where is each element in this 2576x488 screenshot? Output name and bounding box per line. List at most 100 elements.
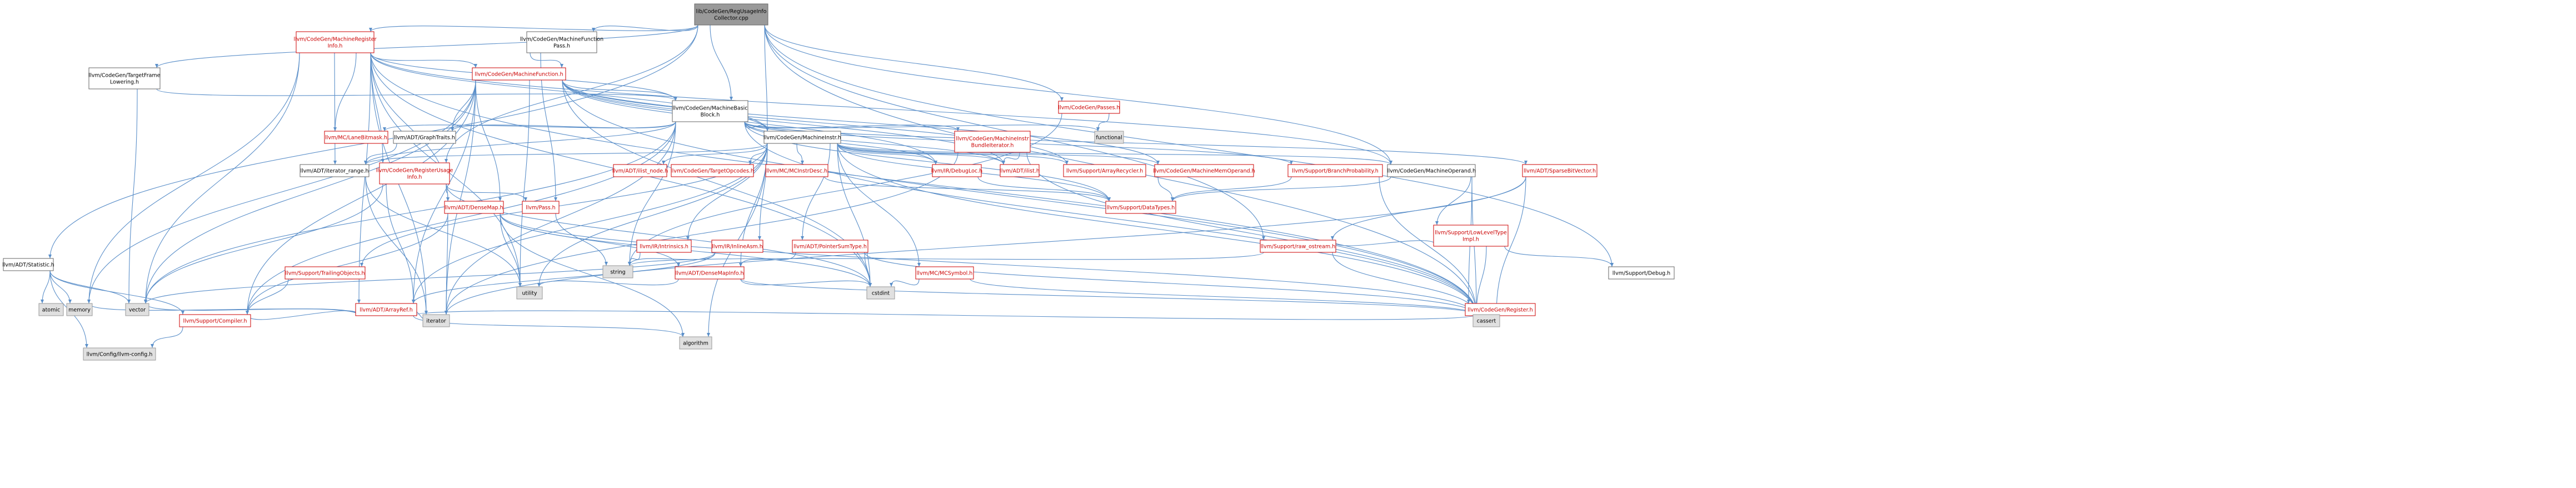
node-arrayref[interactable]: llvm/ADT/ArrayRef.h — [355, 303, 417, 316]
node-label: Lowering.h — [110, 79, 139, 86]
node-datatypes[interactable]: llvm/Support/DataTypes.h — [1105, 201, 1176, 214]
node-string[interactable]: string — [602, 265, 633, 278]
node-rawostream[interactable]: llvm/Support/raw_ostream.h — [1260, 240, 1336, 253]
node-box — [379, 162, 450, 185]
edge-mf-to-iterator — [445, 79, 476, 315]
node-ilistnode[interactable]: llvm/ADT/ilist_node.h — [612, 164, 668, 177]
edge-mf-to-mmo — [562, 79, 1160, 165]
node-register[interactable]: llvm/CodeGen/Register.h — [1465, 303, 1536, 316]
edge-mf-to-mbb — [562, 79, 677, 101]
node-box — [1433, 225, 1509, 247]
node-mmo[interactable]: llvm/CodeGen/MachineMemOperand.h — [1153, 164, 1255, 177]
edge-root-to-mri — [369, 24, 698, 32]
node-vector[interactable]: vector — [125, 303, 149, 316]
edge-mf-to-compiler — [246, 79, 476, 315]
node-functional[interactable]: functional — [1094, 131, 1124, 144]
edge-rui-to-cstdint — [446, 183, 872, 287]
node-intrinsics[interactable]: llvm/IR/Intrinsics.h — [636, 240, 692, 253]
edge-passes-to-functional — [1096, 113, 1110, 132]
edge-mi-to-intrinsics — [686, 143, 768, 241]
node-mcsymbol[interactable]: llvm/MC/MCSymbol.h — [915, 266, 974, 280]
node-algorithm[interactable]: algorithm — [679, 336, 712, 350]
node-densemap[interactable]: llvm/ADT/DenseMap.h — [444, 201, 504, 214]
node-box — [83, 347, 156, 361]
node-box — [1094, 131, 1124, 144]
node-graphtraits[interactable]: llvm/ADT/GraphTraits.h — [393, 131, 456, 144]
node-passes[interactable]: llvm/CodeGen/Passes.h — [1058, 101, 1120, 114]
edge-intrinsics-to-string — [628, 252, 641, 266]
edge-mibundle-to-cassert — [1026, 152, 1478, 315]
edge-mbb-to-vector — [144, 121, 676, 304]
edge-ptrsumtype-to-densemapinfo — [739, 252, 796, 267]
node-label: llvm/Support/raw_ostream.h — [1261, 244, 1336, 250]
node-trailingobj[interactable]: llvm/Support/TrailingObjects.h — [284, 266, 366, 280]
node-atomic[interactable]: atomic — [38, 303, 64, 316]
edge-mi-to-ilist — [837, 143, 1005, 165]
edge-rui-to-pass — [446, 183, 527, 202]
node-lanebitmask[interactable]: llvm/MC/LaneBitmask.h — [324, 131, 388, 144]
edge-iterrange-to-utility — [365, 176, 522, 287]
edge-mf-to-vector — [144, 79, 476, 304]
node-box — [765, 164, 828, 177]
node-box — [602, 265, 633, 278]
node-cassert[interactable]: cassert — [1472, 314, 1500, 327]
node-debug[interactable]: llvm/Support/Debug.h — [1608, 266, 1675, 280]
node-iterrange[interactable]: llvm/ADT/iterator_range.h — [299, 164, 370, 177]
node-arrayrecycler[interactable]: llvm/Support/ArrayRecycler.h — [1063, 164, 1146, 177]
node-label: llvm/CodeGen/MachineRegister — [294, 37, 377, 43]
node-iterator[interactable]: iterator — [422, 314, 450, 327]
node-ilist[interactable]: llvm/ADT/ilist.h — [1000, 164, 1040, 177]
node-box — [1105, 201, 1176, 214]
node-debugloc[interactable]: llvm/IR/DebugLoc.h — [931, 164, 982, 177]
node-box — [1287, 164, 1383, 177]
node-mf[interactable]: llvm/CodeGen/MachineFunction.h — [472, 67, 566, 81]
edge-ptrsumtype-to-cassert — [864, 252, 1478, 315]
node-label: atomic — [42, 307, 60, 313]
node-label: llvm/IR/DebugLoc.h — [931, 168, 982, 175]
edge-mri-to-mo — [370, 52, 1392, 165]
node-box — [932, 164, 982, 177]
node-label: llvm/ADT/Statistic.h — [2, 262, 54, 268]
edge-mi-to-cassert — [837, 143, 1478, 315]
node-cstdint[interactable]: cstdint — [866, 286, 895, 300]
node-label: llvm/CodeGen/RegisterUsage — [376, 168, 453, 174]
node-label: llvm/CodeGen/MachineOperand.h — [1387, 168, 1476, 175]
node-compiler[interactable]: llvm/Support/Compiler.h — [179, 314, 251, 327]
edge-densemap-to-algorithm — [500, 213, 685, 337]
node-pass[interactable]: llvm/Pass.h — [522, 201, 560, 214]
edge-arrayref-to-vector — [144, 303, 360, 316]
edge-mi-to-mcsymbol — [837, 143, 921, 267]
node-sparsebv[interactable]: llvm/ADT/SparseBitVector.h — [1522, 164, 1597, 177]
node-memory[interactable]: memory — [66, 303, 93, 316]
edge-mri-to-rui — [370, 52, 385, 163]
node-mo[interactable]: llvm/CodeGen/MachineOperand.h — [1387, 164, 1476, 177]
node-mi[interactable]: llvm/CodeGen/MachineInstr.h — [763, 131, 841, 144]
edge-root-to-debug — [764, 24, 1614, 267]
node-branchprob[interactable]: llvm/Support/BranchProbability.h — [1287, 164, 1383, 177]
node-densemapinfo[interactable]: llvm/ADT/DenseMapInfo.h — [675, 266, 745, 280]
node-ptrsumtype[interactable]: llvm/ADT/PointerSumType.h — [792, 240, 868, 253]
node-label: llvm/IR/InlineAsm.h — [712, 244, 763, 250]
node-inlineasm[interactable]: llvm/IR/InlineAsm.h — [711, 240, 763, 253]
node-label: Pass.h — [553, 43, 570, 49]
node-utility[interactable]: utility — [516, 286, 543, 300]
edge-mibundle-to-iterator — [445, 152, 958, 315]
node-targetopcodes[interactable]: llvm/CodeGen/TargetOpcodes.h — [671, 164, 754, 177]
node-label: Info.h — [407, 175, 422, 181]
node-mibundle[interactable]: llvm/CodeGen/MachineInstrBundleIterator.… — [954, 131, 1031, 153]
edge-rui-to-arrayref — [386, 183, 415, 304]
node-box — [763, 131, 841, 144]
edge-mi-to-ilistnode — [662, 143, 768, 165]
node-statistic[interactable]: llvm/ADT/Statistic.h — [2, 258, 54, 271]
node-llvmconfig[interactable]: llvm/Config/llvm-config.h — [83, 347, 156, 361]
node-mcinstrdesc[interactable]: llvm/MC/MCInstrDesc.h — [765, 164, 828, 177]
edge-mi-to-iterrange — [364, 143, 768, 165]
